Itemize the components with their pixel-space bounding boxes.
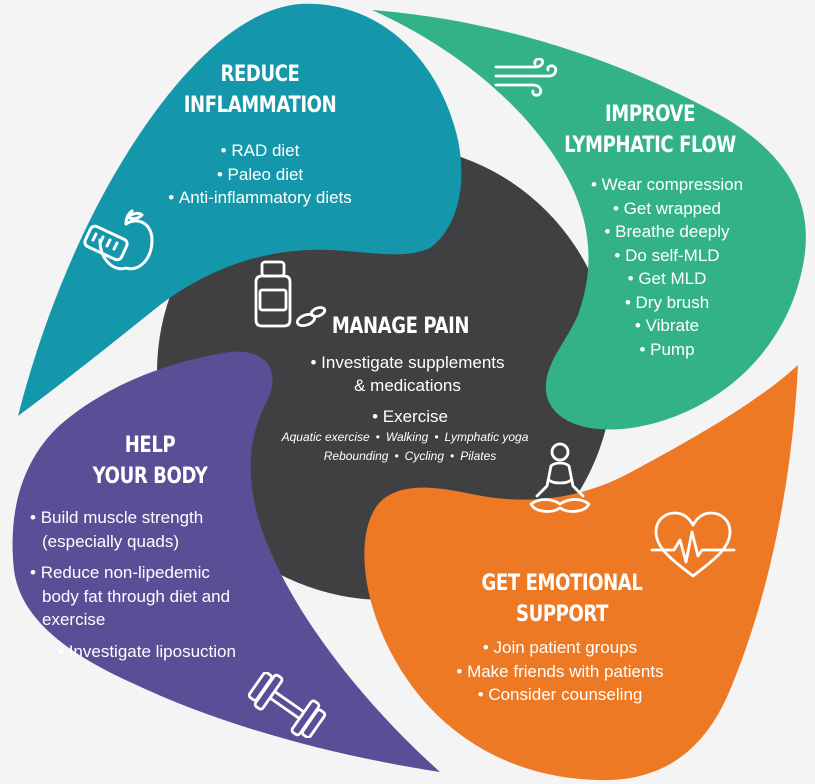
title-line: GET EMOTIONAL (481, 571, 643, 596)
exercise-type: Cycling (404, 449, 445, 463)
wind-icon (494, 58, 558, 97)
list-item: Investigate supplements (270, 351, 545, 375)
list-item: Anti-inflammatory diets (140, 186, 380, 210)
reduce-inflammation-title: REDUCE INFLAMMATION (178, 59, 342, 121)
get-emotional-support-title: GET EMOTIONAL SUPPORT (472, 568, 652, 630)
manage-pain-list: Investigate supplements (270, 351, 545, 375)
list-item: Build muscle strength (especially quads) (30, 506, 250, 553)
list-item: Wear compression (557, 173, 777, 197)
title-line: HELP (124, 433, 176, 458)
title-line: YOUR BODY (92, 464, 208, 489)
reduce-inflammation-list: RAD diet Paleo diet Anti-inflammatory di… (140, 139, 380, 210)
pill-bottle-icon (254, 260, 327, 328)
list-item: Exercise (330, 405, 490, 429)
manage-pain-list-continuation: & medications (354, 376, 461, 395)
list-item: Do self-MLD (557, 244, 777, 268)
title-line: SUPPORT (516, 602, 608, 627)
list-item: Investigate liposuction (30, 640, 250, 664)
list-item: Pump (557, 338, 777, 362)
exercise-type: Pilates (460, 449, 497, 463)
apple-measuring-tape-icon (83, 209, 154, 271)
get-emotional-support-list: Join patient groups Make friends with pa… (425, 636, 695, 707)
bullet: • (450, 449, 455, 463)
list-item: Paleo diet (140, 163, 380, 187)
list-item: Join patient groups (425, 636, 695, 660)
title-line: LYMPHATIC FLOW (564, 133, 736, 158)
exercise-type: Walking (385, 430, 429, 444)
help-your-body-list: Build muscle strength (especially quads)… (30, 506, 250, 671)
exercise-type: Rebounding (323, 449, 389, 463)
list-item: Breathe deeply (557, 220, 777, 244)
dumbbell-icon (247, 672, 327, 738)
list-item: Dry brush (557, 291, 777, 315)
meditation-icon (529, 442, 591, 513)
bullet: • (375, 430, 380, 444)
improve-lymphatic-flow-title: IMPROVE LYMPHATIC FLOW (560, 99, 740, 161)
reduce-inflammation-petal (18, 3, 462, 417)
exercise-types-row-2: Rebounding • Cycling • Pilates (290, 447, 530, 466)
exercise-types-row-1: Aquatic exercise • Walking • Lymphatic yoga (270, 428, 540, 447)
list-item: Get MLD (557, 267, 777, 291)
manage-pain-title: MANAGE PAIN (331, 314, 470, 339)
list-item: Consider counseling (425, 683, 695, 707)
bullet: • (394, 449, 399, 463)
improve-lymphatic-flow-list: Wear compression Get wrapped Breathe dee… (557, 173, 777, 361)
bullet: • (434, 430, 439, 444)
list-item: Reduce non-lipedemic body fat through di… (30, 561, 250, 632)
title-line: IMPROVE (604, 102, 696, 127)
list-item: Make friends with patients (425, 660, 695, 684)
heart-heartbeat-icon (650, 511, 736, 578)
list-item: Vibrate (557, 314, 777, 338)
title-line: INFLAMMATION (183, 93, 337, 118)
exercise-type: Lymphatic yoga (444, 430, 529, 444)
list-item: Get wrapped (557, 197, 777, 221)
exercise-type: Aquatic exercise (281, 430, 370, 444)
help-your-body-title: HELP YOUR BODY (76, 430, 224, 492)
list-item: RAD diet (140, 139, 380, 163)
title-line: REDUCE (220, 62, 300, 87)
exercise-list: Exercise (330, 405, 490, 429)
